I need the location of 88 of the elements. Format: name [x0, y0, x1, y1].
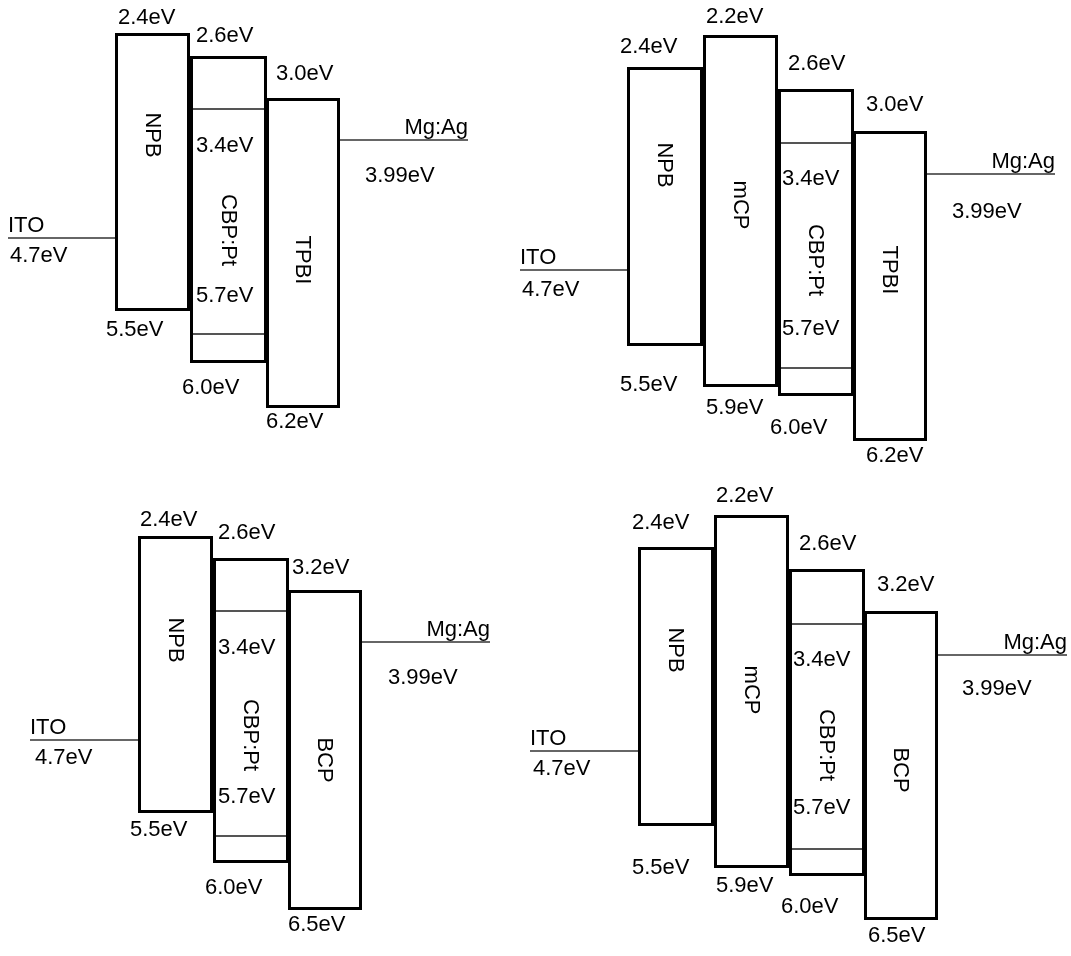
energy-value: 2.6eV [196, 24, 254, 46]
energy-value: 6.2eV [266, 410, 324, 432]
energy-value: 2.4eV [140, 508, 198, 530]
energy-level-box [714, 515, 789, 868]
energy-value: 3.0eV [866, 93, 924, 115]
energy-level-box [627, 67, 703, 346]
energy-value: 3.4eV [218, 636, 276, 658]
energy-level-box [864, 611, 938, 920]
energy-value: 3.99eV [365, 164, 435, 186]
electrode-label: Mg:Ag [404, 116, 468, 138]
electrode-label: ITO [8, 214, 45, 236]
electrode-label: Mg:Ag [991, 150, 1055, 172]
layer-name: mCP [729, 180, 752, 230]
energy-level-box [638, 547, 714, 826]
layer-name: mCP [740, 665, 763, 715]
energy-value: 6.0eV [182, 376, 240, 398]
energy-value: 4.7eV [522, 278, 580, 300]
energy-value: 5.7eV [218, 785, 276, 807]
energy-value: 5.5eV [620, 373, 678, 395]
layer-name: TPBI [879, 245, 901, 295]
energy-value: 2.4eV [632, 511, 690, 533]
energy-value: 3.2eV [877, 573, 935, 595]
layer-name: NPB [141, 112, 164, 158]
energy-value: 5.9eV [706, 396, 764, 418]
energy-value: 6.5eV [288, 913, 346, 935]
energy-value: 6.0eV [770, 416, 828, 438]
layer-name: BCP [890, 747, 912, 793]
energy-value: 5.7eV [196, 284, 254, 306]
layer-name: CBP:Pt [217, 193, 240, 267]
electrode-label: Mg:Ag [1003, 631, 1067, 653]
energy-level-line [339, 139, 469, 141]
energy-value: 3.99eV [952, 200, 1022, 222]
energy-level-line [926, 173, 1056, 175]
energy-value: 3.0eV [276, 62, 334, 84]
layer-name: NPB [654, 142, 676, 188]
layer-name: CBP:Pt [816, 708, 838, 782]
energy-value: 4.7eV [35, 746, 93, 768]
energy-value: 2.4eV [620, 35, 678, 57]
energy-value: 2.6eV [799, 532, 857, 554]
energy-value: 5.7eV [782, 317, 840, 339]
energy-value: 5.9eV [716, 874, 774, 896]
energy-level-line [29, 739, 139, 741]
energy-value: 2.4eV [118, 6, 176, 28]
energy-level-box [266, 98, 340, 408]
energy-level-box [115, 33, 190, 311]
energy-value: 4.7eV [10, 244, 68, 266]
energy-value: 6.0eV [781, 895, 839, 917]
energy-value: 5.5eV [632, 856, 690, 878]
energy-level-box [213, 558, 289, 863]
energy-level-line [937, 654, 1068, 656]
electrode-label: Mg:Ag [426, 618, 490, 640]
energy-level-line [519, 269, 628, 271]
energy-value: 2.2eV [716, 484, 774, 506]
energy-value: 3.4eV [782, 167, 840, 189]
energy-value: 5.5eV [106, 318, 164, 340]
layer-name: CBP:Pt [240, 698, 262, 772]
energy-value: 5.7eV [793, 796, 851, 818]
energy-level-box [138, 536, 213, 813]
energy-value: 3.99eV [962, 677, 1032, 699]
electrode-label: ITO [520, 246, 557, 268]
energy-value: 3.2eV [292, 556, 350, 578]
energy-value: 2.2eV [706, 5, 764, 27]
energy-level-line [361, 641, 491, 643]
electrode-label: ITO [30, 716, 67, 738]
energy-level-line [7, 237, 116, 239]
energy-value: 3.4eV [793, 648, 851, 670]
energy-level-box [778, 89, 854, 396]
energy-level-box [789, 569, 865, 876]
layer-name: NPB [164, 617, 187, 663]
energy-level-box [190, 56, 267, 363]
energy-value: 2.6eV [788, 52, 846, 74]
layer-name: CBP:Pt [805, 223, 827, 297]
energy-value: 4.7eV [533, 757, 591, 779]
layer-name: NPB [665, 627, 687, 673]
energy-level-box [288, 590, 362, 910]
energy-value: 5.5eV [130, 818, 188, 840]
layer-name: TPBI [292, 235, 314, 285]
energy-level-box [703, 35, 778, 387]
energy-level-box [853, 131, 927, 441]
layer-name: BCP [314, 737, 336, 783]
energy-value: 6.0eV [205, 876, 263, 898]
energy-value: 3.99eV [388, 666, 458, 688]
energy-value: 6.2eV [866, 444, 924, 466]
energy-level-line [529, 750, 639, 752]
electrode-label: ITO [530, 727, 567, 749]
energy-value: 2.6eV [218, 521, 276, 543]
energy-value: 6.5eV [868, 924, 926, 946]
energy-value: 3.4eV [196, 134, 254, 156]
